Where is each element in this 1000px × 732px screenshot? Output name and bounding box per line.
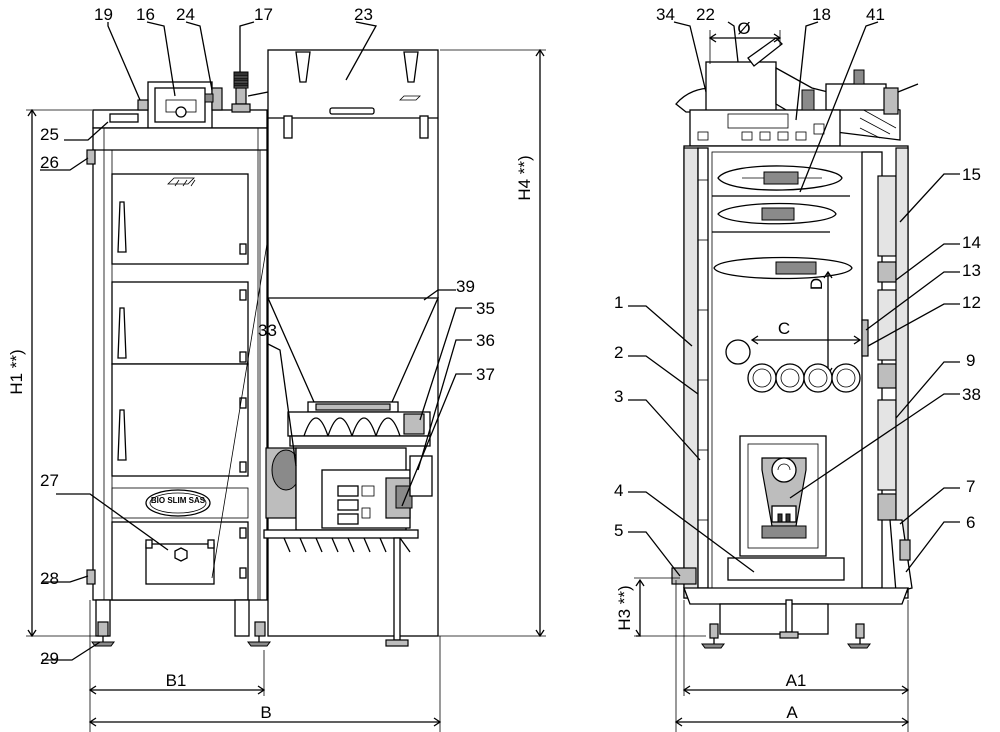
- callout-labels: 19 16 24 17 23 25 26 27 28 29 33 39 35 3…: [40, 5, 981, 668]
- callout-29: 29: [40, 649, 59, 668]
- callout-16: 16: [136, 5, 155, 24]
- callout-4: 4: [614, 481, 623, 500]
- callout-38: 38: [962, 385, 981, 404]
- upper-door: [111, 173, 249, 265]
- callout-6: 6: [966, 513, 975, 532]
- callout-37: 37: [476, 365, 495, 384]
- dimension-labels: H1 **) H4 **) H3 **) B1 B A1 A C D Ø: [7, 19, 826, 722]
- callout-1: 1: [614, 293, 623, 312]
- callout-17: 17: [254, 5, 273, 24]
- insulation-left: [683, 147, 699, 599]
- callout-13: 13: [962, 261, 981, 280]
- dim-b1: B1: [166, 671, 187, 690]
- ash-pan: [727, 557, 845, 581]
- callout-33: 33: [258, 321, 277, 340]
- dim-h1: H1 **): [7, 349, 26, 394]
- side-section-view: [671, 37, 919, 649]
- dim-c: C: [778, 319, 790, 338]
- callout-12: 12: [962, 293, 981, 312]
- callout-39: 39: [456, 277, 475, 296]
- callout-26: 26: [40, 153, 59, 172]
- dim-d: D: [807, 278, 826, 290]
- callout-34: 34: [656, 5, 675, 24]
- top-label-plate: [109, 113, 139, 123]
- leader-lines: [40, 21, 960, 661]
- callout-3: 3: [614, 387, 623, 406]
- callout-25: 25: [40, 125, 59, 144]
- front-view: BIO SLIM SAS: [86, 49, 439, 647]
- dim-h3: H3 **): [615, 585, 634, 630]
- dimension-lines: [26, 30, 910, 732]
- callout-2: 2: [614, 343, 623, 362]
- dim-h4: H4 **): [515, 155, 534, 200]
- middle-door: [111, 281, 249, 365]
- dim-a1: A1: [786, 671, 807, 690]
- callout-19: 19: [94, 5, 113, 24]
- callout-14: 14: [962, 233, 981, 252]
- brand-badge-text: BIO SLIM SAS: [151, 496, 206, 505]
- callout-41: 41: [866, 5, 885, 24]
- callout-24: 24: [176, 5, 195, 24]
- callout-36: 36: [476, 331, 495, 350]
- callout-18: 18: [812, 5, 831, 24]
- flue-outlet: [705, 61, 777, 113]
- brand-badge: [145, 489, 211, 517]
- dim-b: B: [260, 703, 271, 722]
- callout-23: 23: [354, 5, 373, 24]
- dim-a: A: [786, 703, 798, 722]
- callout-28: 28: [40, 569, 59, 588]
- callout-22: 22: [696, 5, 715, 24]
- callout-15: 15: [962, 165, 981, 184]
- callout-27: 27: [40, 471, 59, 490]
- dim-phi: Ø: [737, 19, 750, 38]
- callout-5: 5: [614, 521, 623, 540]
- lower-door: [111, 363, 249, 477]
- callout-35: 35: [476, 299, 495, 318]
- callout-7: 7: [966, 477, 975, 496]
- callout-9: 9: [966, 351, 975, 370]
